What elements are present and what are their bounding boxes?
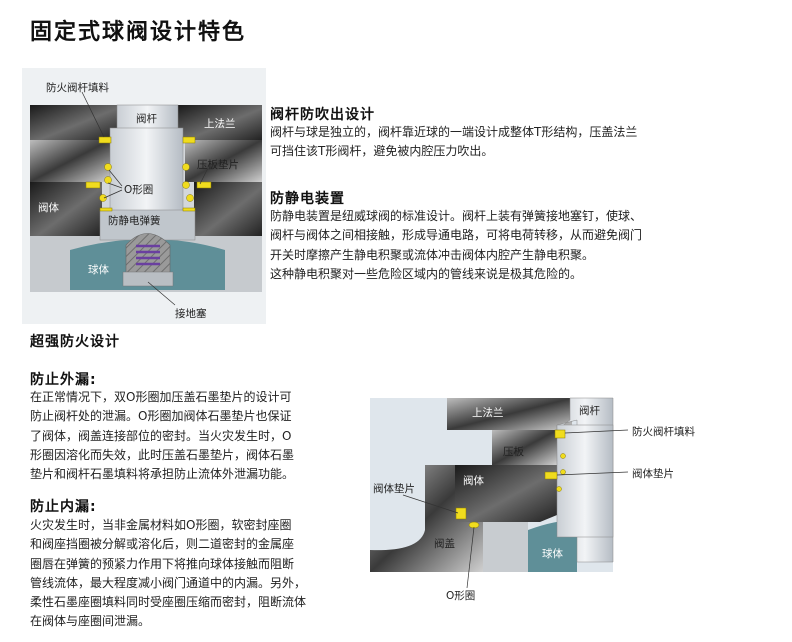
upper-flange <box>447 398 572 430</box>
text-line: 和阀座挡圈被分解或溶化后，则二道密封的金属座 <box>30 537 295 552</box>
stem-blowout-heading: 阀杆防吹出设计 <box>270 107 375 123</box>
text-line: 阀杆与球是独立的，阀杆靠近球的一端设计成整体T形结构，压盖法兰 <box>270 125 638 139</box>
text-line: 防止阀杆处的泄漏。O形圈加阀体石墨垫片也保证 <box>30 409 292 424</box>
label-body: 阀体 <box>38 202 59 214</box>
text-line: 可挡住该T形阀杆，避免被内腔压力吹出。 <box>270 144 494 159</box>
diagram2-fire-safe <box>370 397 629 589</box>
text-line: 垫片和阀杆石墨填料将承担防止流体外泄漏功能。 <box>30 467 295 482</box>
external-leak-text: 在正常情况下，双O形圈加压盖石墨垫片的设计可 防止阀杆处的泄漏。O形圈加阀体石墨… <box>30 388 294 484</box>
stem-blowout-text: 阀杆与球是独立的，阀杆靠近球的一端设计成整体T形结构，压盖法兰 可挡住该T形阀杆… <box>270 123 637 162</box>
antistatic-heading: 防静电装置 <box>270 191 345 207</box>
page-title: 固定式球阀设计特色 <box>30 20 247 45</box>
text-line: 在阀体与座圈间泄漏。 <box>30 614 151 629</box>
label-stem-2: 阀杆 <box>579 405 600 417</box>
body-right <box>194 182 262 236</box>
label-fire-packing: 防火阀杆填料 <box>46 82 109 94</box>
label-body-gasket-right: 阀体垫片 <box>632 468 674 480</box>
label-fire-packing-2: 防火阀杆填料 <box>632 426 695 438</box>
gaskets <box>85 136 212 212</box>
text-line: 在正常情况下，双O形圈加压盖石墨垫片的设计可 <box>30 390 292 404</box>
gaskets-2 <box>455 429 566 529</box>
label-o-ring: O形圈 <box>124 184 154 196</box>
text-line: 柔性石墨座圈填料同时受座圈压缩而密封，阻断流体 <box>30 595 307 610</box>
label-o-ring-2: O形圈 <box>446 590 476 602</box>
spring-icon <box>136 244 160 266</box>
antistatic-text: 防静电装置是纽威球阀的标准设计。阀杆上装有弹簧接地塞钉，使球、 阀杆与阀体之间相… <box>270 207 642 284</box>
body-left <box>30 182 102 236</box>
text-line: 这种静电积聚对一些危险区域内的管线来说是极其危险的。 <box>270 266 583 281</box>
label-upper-flange-2: 上法兰 <box>472 407 504 419</box>
label-ground-plug: 接地塞 <box>175 308 207 320</box>
leader-lines-2 <box>402 429 629 589</box>
stem-top <box>116 104 179 130</box>
label-bonnet: 阀盖 <box>434 538 455 550</box>
label-ball-2: 球体 <box>542 548 563 560</box>
external-leak-heading: 防止外漏: <box>30 372 97 388</box>
text-line: 了阀体，阀盖连接部位的密封。当火灾发生时，O <box>30 428 292 443</box>
label-body-gasket-left: 阀体垫片 <box>373 483 415 495</box>
fire-safe-heading: 超强防火设计 <box>30 334 120 350</box>
label-gland-2: 压板 <box>503 446 524 458</box>
label-upper-flange: 上法兰 <box>204 118 236 130</box>
gland <box>492 430 557 465</box>
text-line: 阀杆与阀体之间相接触，形成导通电路，可将电荷转移，从而避免阀门 <box>270 228 643 243</box>
gland-right <box>185 140 262 182</box>
label-ball: 球体 <box>88 264 109 276</box>
label-stem: 阀杆 <box>136 113 157 125</box>
bonnet <box>370 465 483 572</box>
upper-flange-left <box>30 105 117 140</box>
text-line: 火灾发生时，当非金属材料如O形圈，软密封座圈 <box>30 518 292 532</box>
diagram1-stem-antistatic <box>30 91 262 306</box>
text-line: 管线流体，最大程度减小阀门通道中的内漏。另外， <box>30 575 307 590</box>
body <box>455 465 557 522</box>
text-line: 形圈因溶化而失效，此时压盖石墨垫片，阀体石墨 <box>30 447 295 462</box>
stem-body <box>109 127 184 213</box>
text-line: 圈唇在弹簧的预紧力作用下将推向球体接触而阻断 <box>30 556 295 571</box>
text-line: 开关时摩擦产生静电积聚或流体冲击阀体内腔产生静电积聚。 <box>270 247 595 262</box>
internal-leak-heading: 防止内漏: <box>30 499 97 515</box>
leader-lines-1 <box>81 91 209 306</box>
upper-flange-right <box>178 105 262 140</box>
label-antistatic-spring: 防静电弹簧 <box>108 215 161 227</box>
internal-leak-text: 火灾发生时，当非金属材料如O形圈，软密封座圈 和阀座挡圈被分解或溶化后，则二道密… <box>30 516 306 632</box>
label-gland-gasket: 压板垫片 <box>197 159 239 171</box>
text-line: 防静电装置是纽威球阀的标准设计。阀杆上装有弹簧接地塞钉，使球、 <box>270 209 643 223</box>
label-body-2: 阀体 <box>463 475 484 487</box>
gland-left <box>30 140 110 182</box>
